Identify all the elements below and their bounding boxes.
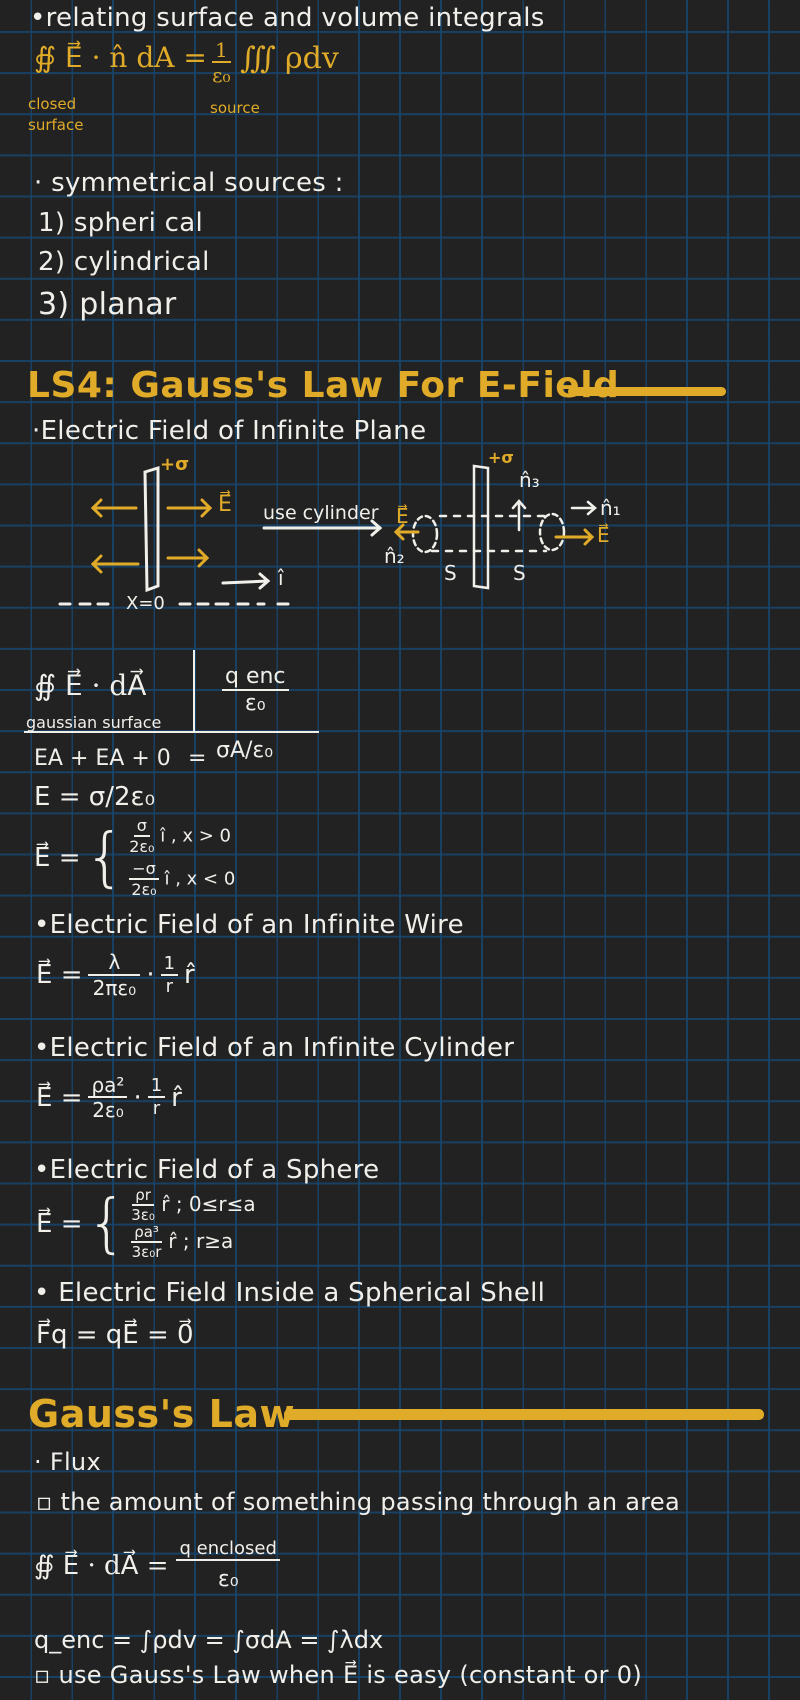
cylinder-dot: ·: [133, 1082, 142, 1113]
gauss-law-numerator: q enclosed: [176, 1540, 280, 1561]
use-cylinder-label: use cylinder: [263, 502, 379, 524]
shell-heading: • Electric Field Inside a Spherical Shel…: [34, 1278, 546, 1308]
sphere-case2-condition: r̂ ; r≥a: [168, 1229, 234, 1253]
section-divider-gauss: [284, 1409, 764, 1420]
wire-numerator-2: 1: [160, 954, 179, 976]
sphere-case2-denominator: 3ε₀r: [131, 1243, 162, 1261]
normal-n3-label: n̂₃: [519, 468, 540, 492]
intro-equation-lhs: ∯ E⃗ · n̂ dA =: [34, 41, 207, 74]
section-divider-ls4: [568, 387, 726, 396]
table-right-fraction: q enc ε₀: [222, 666, 289, 715]
label-surface: surface: [28, 116, 84, 134]
table-left-subscript: gaussian surface: [26, 713, 162, 732]
flux-bullet: · Flux: [34, 1448, 101, 1476]
intro-equation-rhs: ∭ ρdv: [240, 41, 339, 76]
gaussian-cylinder-diagram: [393, 464, 597, 590]
sphere-case1-denominator: 3ε₀: [131, 1206, 155, 1224]
symmetrical-heading: · symmetrical sources :: [34, 168, 344, 198]
table-left-expression: ∯ E⃗ · dA⃗: [34, 669, 147, 702]
sphere-case2-numerator: ρa³: [131, 1225, 162, 1243]
normal-n2-label: n̂₂: [384, 544, 405, 568]
table-vertical-divider: [193, 650, 195, 732]
table-right-numerator: q enc: [222, 666, 289, 691]
section-title-gauss: Gauss's Law: [28, 1392, 296, 1436]
cylinder-charge-label: +σ: [488, 448, 514, 467]
wire-lhs: E⃗ =: [36, 960, 83, 990]
sphere-lhs: E⃗ =: [36, 1209, 83, 1239]
cylinder-lhs: E⃗ =: [36, 1082, 83, 1113]
symmetrical-item-3: 3) planar: [38, 287, 177, 322]
step-line1-eq: =: [188, 746, 207, 771]
table-horizontal-divider: [24, 731, 319, 733]
wire-denominator: 2πε₀: [92, 976, 137, 1000]
normal-n1-label: n̂₁: [600, 496, 621, 520]
side-s-right-label: S: [513, 561, 526, 585]
cylinder-denominator-2: r: [152, 1098, 161, 1119]
gauss-law-lhs: ∯ E⃗ · dA⃗ =: [34, 1550, 169, 1581]
case2-condition: î , x < 0: [164, 868, 236, 890]
wire-heading: •Electric Field of an Infinite Wire: [34, 910, 464, 940]
intro-equation-coef: 1 ε₀: [212, 40, 231, 85]
case1-numerator: σ: [133, 818, 150, 837]
qenc-equation: q_enc = ∫ρdv = ∫σdA = ∫λdx: [34, 1626, 384, 1654]
right-field-label: E⃗: [597, 523, 610, 547]
step-line1-right: σA/ε₀: [216, 738, 274, 763]
gauss-law-denominator: ε₀: [217, 1567, 239, 1592]
gauss-law-equation: ∯ E⃗ · dA⃗ = q enclosed ε₀: [34, 1540, 280, 1591]
label-closed: closed: [28, 95, 77, 113]
plane-charge-label: +σ: [160, 454, 190, 475]
left-brace-icon: {: [86, 1187, 128, 1261]
case1-condition: î , x > 0: [160, 825, 231, 847]
gauss-usage-note: ▫ use Gauss's Law when E⃗ is easy (const…: [34, 1661, 642, 1689]
wire-denominator-2: r: [165, 975, 174, 997]
cylinder-denominator: 2ε₀: [92, 1098, 124, 1122]
case2-denominator: 2ε₀: [131, 880, 157, 899]
wire-dot: ·: [146, 960, 155, 990]
wire-numerator: λ: [88, 952, 141, 976]
plane-field-label: E⃗: [218, 492, 232, 517]
symmetrical-item-2: 2) cylindrical: [38, 247, 210, 277]
case1-denominator: 2ε₀: [129, 837, 155, 856]
section-title-ls4: LS4: Gauss's Law For E-Field: [27, 365, 620, 406]
left-field-label: E⃗: [396, 504, 409, 528]
cylinder-numerator-2: 1: [147, 1077, 166, 1098]
cylinder-unit-vector: r̂: [171, 1082, 182, 1113]
cylinder-numerator: ρa²: [88, 1075, 128, 1098]
sphere-case1-condition: r̂ ; 0≤r≤a: [161, 1192, 256, 1216]
shell-equation: F⃗q = qE⃗ = 0⃗: [36, 1320, 194, 1350]
axis-x0-label: X=0: [126, 593, 165, 614]
plane-piecewise-lhs: E⃗ =: [34, 843, 81, 873]
coef-denominator: ε₀: [212, 63, 231, 87]
case2-numerator: −σ: [129, 861, 159, 880]
intro-bullet: •relating surface and volume integrals: [30, 3, 545, 33]
plane-field-diagram: [58, 465, 383, 606]
step-line2: E = σ/2ε₀: [34, 782, 155, 812]
step-line1-left: EA + EA + 0: [34, 746, 171, 771]
cylinder-heading: •Electric Field of an Infinite Cylinder: [34, 1033, 515, 1063]
left-brace-icon: {: [84, 821, 126, 895]
coef-numerator: 1: [212, 40, 231, 63]
unit-vector-i-label: î: [278, 566, 284, 590]
plane-heading: ·Electric Field of Infinite Plane: [32, 416, 427, 446]
table-right-denominator: ε₀: [244, 691, 266, 716]
symmetrical-item-1: 1) spheri cal: [38, 208, 204, 238]
label-source: source: [210, 99, 260, 117]
sphere-heading: •Electric Field of a Sphere: [34, 1155, 380, 1185]
wire-unit-vector: r̂: [184, 960, 195, 990]
sphere-case1-numerator: ρr: [132, 1188, 154, 1206]
side-s-left-label: S: [444, 561, 457, 585]
flux-definition: ▫ the amount of something passing throug…: [36, 1488, 680, 1516]
